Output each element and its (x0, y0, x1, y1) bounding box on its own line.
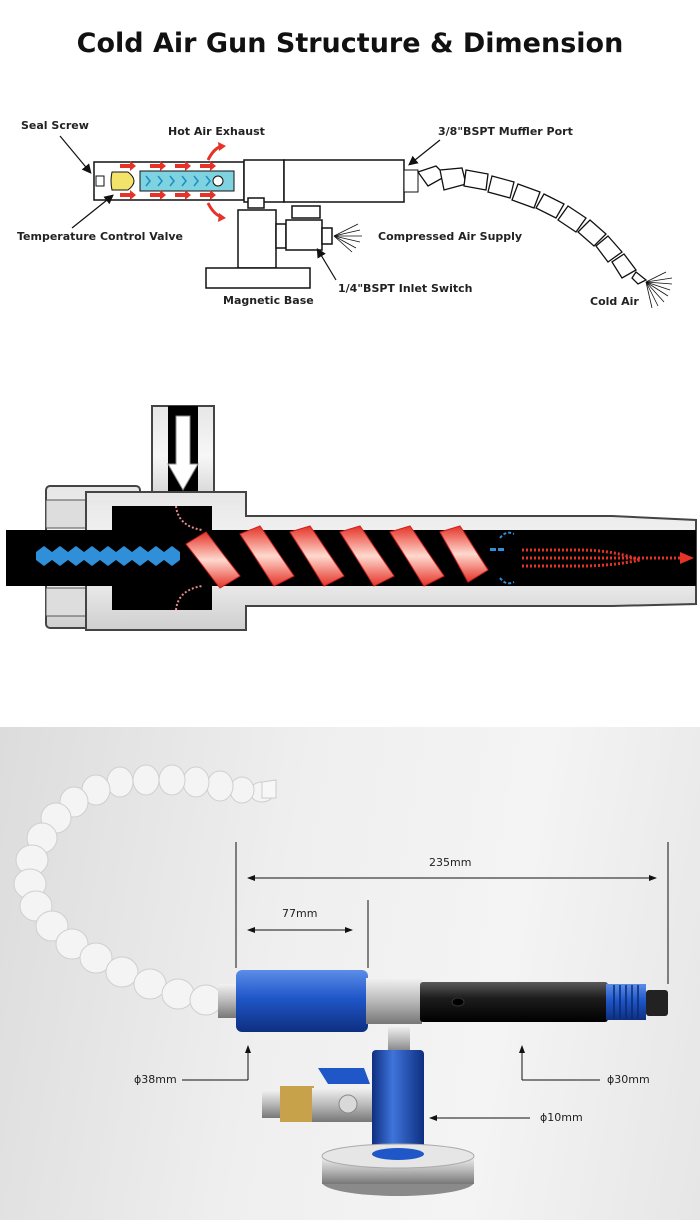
label-magnetic-base: Magnetic Base (223, 294, 314, 307)
main-body (243, 159, 285, 203)
cold-tube-body (283, 159, 405, 203)
hot-exhaust-flow (522, 548, 680, 568)
product-photo (13, 764, 669, 1196)
cross-section-diagram (6, 405, 697, 631)
page-title: Cold Air Gun Structure & Dimension (76, 28, 624, 59)
black-body (420, 982, 608, 1022)
inlet-valve-body (280, 1086, 314, 1122)
hot-spiral (185, 525, 489, 589)
label-cold-air: Cold Air (590, 295, 639, 308)
structure-diagram (59, 135, 673, 309)
dim-body-diameter: ϕ30mm (607, 1073, 650, 1086)
inlet-switch (275, 205, 333, 251)
dim-total-length: 235mm (429, 856, 472, 869)
blue-hot-cylinder (236, 970, 368, 1032)
label-compressed-air-supply: Compressed Air Supply (378, 230, 523, 243)
steel-joint (366, 978, 422, 1024)
dim-stem-diameter: ϕ10mm (540, 1111, 583, 1124)
flexible-hose (416, 165, 648, 285)
label-temperature-control-valve: Temperature Control Valve (17, 230, 183, 243)
dim-hot-section-length: 77mm (282, 907, 318, 920)
cold-spiral (36, 546, 180, 566)
vortex-tube-inner (139, 170, 235, 192)
temperature-valve (110, 171, 135, 191)
label-muffler-port: 3/8"BSPT Muffler Port (438, 125, 573, 138)
label-hot-air-exhaust: Hot Air Exhaust (168, 125, 265, 138)
valve-lever (318, 1068, 370, 1084)
label-seal-screw: Seal Screw (21, 119, 89, 132)
white-flexible-hose (13, 764, 275, 1016)
dim-hot-section-diameter: ϕ38mm (134, 1073, 177, 1086)
magnetic-base (205, 197, 311, 289)
label-inlet-switch: 1/4"BSPT Inlet Switch (338, 282, 473, 295)
blue-post (372, 1050, 424, 1174)
